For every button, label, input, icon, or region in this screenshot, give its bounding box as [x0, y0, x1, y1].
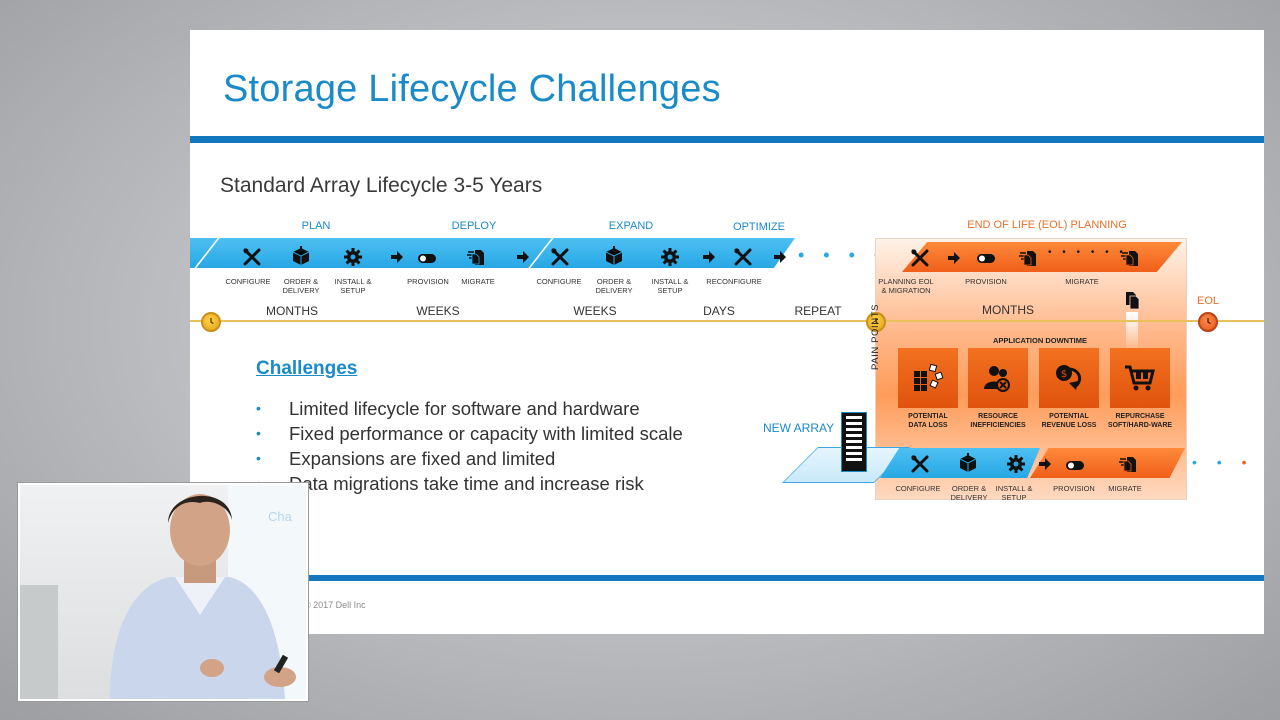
continuation-dots: • • • •	[798, 245, 888, 265]
clock-icon	[201, 312, 221, 332]
presenter-figure	[110, 494, 296, 699]
timeline-days: DAYS	[703, 304, 735, 318]
challenges-heading: Challenges	[256, 358, 358, 379]
step-configure: CONFIGURE	[225, 277, 271, 286]
presentation-slide: Storage Lifecycle Challenges Standard Ar…	[190, 30, 1264, 634]
toggle-icon	[416, 247, 438, 269]
phase-expand: EXPAND	[608, 220, 654, 232]
challenges-list: Limited lifecycle for software and hardw…	[256, 396, 683, 496]
presenter-video: Cha	[18, 483, 308, 701]
people-cancel-icon	[968, 348, 1028, 408]
step-migrate: MIGRATE	[461, 277, 495, 286]
new-array-eol-band	[1030, 448, 1185, 478]
svg-text:$: $	[1061, 369, 1067, 380]
timeline-months-eol: MONTHS	[982, 303, 1034, 317]
step-install-setup: INSTALL & SETUP	[651, 277, 689, 295]
step-provision: PROVISION	[965, 277, 1007, 286]
step-planning-eol: PLANNING EOL & MIGRATION	[878, 277, 934, 295]
package-icon	[290, 245, 312, 267]
continuation-dots: • • • •	[1192, 454, 1264, 470]
pain-caption-revenue: POTENTIAL REVENUE LOSS	[1041, 413, 1097, 429]
step-install-setup: INSTALL & SETUP	[334, 277, 372, 295]
tools-icon	[732, 246, 754, 268]
cart-icon	[1110, 348, 1170, 408]
step-install-setup: INSTALL & SETUP	[995, 484, 1033, 502]
tools-icon	[241, 246, 263, 268]
arrow-right-icon	[774, 251, 786, 263]
migrate-icon	[1017, 247, 1039, 269]
projected-slide-reflection: Cha	[268, 509, 292, 524]
timeline-months: MONTHS	[266, 304, 318, 318]
arrow-right-icon	[1039, 458, 1051, 470]
footer-divider	[190, 575, 1264, 581]
continuation-dots: • • • • • •	[1048, 247, 1127, 258]
list-item: Fixed performance or capacity with limit…	[256, 421, 683, 446]
step-reconfigure: RECONFIGURE	[706, 277, 762, 286]
step-order-delivery: ORDER & DELIVERY	[950, 484, 988, 502]
arrow-right-icon	[517, 251, 529, 263]
copyright-text: © 2017 Dell Inc	[304, 600, 366, 610]
title-divider	[190, 136, 1264, 143]
pain-points-label: PAIN POINTS	[870, 303, 881, 370]
gear-icon	[342, 246, 364, 268]
toggle-icon	[1064, 454, 1086, 476]
application-downtime-label: APPLICATION DOWNTIME	[992, 336, 1088, 345]
tools-icon	[909, 453, 931, 475]
step-provision: PROVISION	[407, 277, 449, 286]
package-icon	[603, 245, 625, 267]
fade-bar	[1126, 312, 1138, 352]
step-order-delivery: ORDER & DELIVERY	[595, 277, 633, 295]
timeline-weeks: WEEKS	[416, 304, 460, 318]
step-migrate: MIGRATE	[1108, 484, 1142, 493]
pain-caption-repurchase: REPURCHASE SOFT/HARD-WARE	[1107, 413, 1173, 429]
step-migrate: MIGRATE	[1065, 277, 1099, 286]
migrate-icon	[1117, 453, 1139, 475]
eol-clock-icon	[1198, 312, 1218, 332]
timeline-eol: EOL	[1196, 295, 1220, 307]
list-item: Expansions are fixed and limited	[256, 446, 683, 471]
timeline-line	[190, 320, 1264, 322]
clock-icon	[866, 312, 886, 332]
arrow-right-icon	[703, 251, 715, 263]
arrow-right-icon	[391, 251, 403, 263]
storage-array-icon	[841, 412, 867, 472]
step-configure: CONFIGURE	[536, 277, 582, 286]
migrate-icon	[465, 246, 487, 268]
list-item: Data migrations take time and increase r…	[256, 471, 683, 496]
list-item: Limited lifecycle for software and hardw…	[256, 396, 683, 421]
package-icon	[957, 452, 979, 474]
pain-caption-resource: RESOURCE INEFFICIENCIES	[970, 413, 1026, 429]
slide-title: Storage Lifecycle Challenges	[223, 68, 721, 110]
gear-icon	[1005, 453, 1027, 475]
phase-deploy: DEPLOY	[451, 220, 497, 232]
data-blocks-icon	[898, 348, 958, 408]
gear-icon	[659, 246, 681, 268]
lifecycle-band	[190, 238, 795, 268]
tools-icon	[909, 247, 931, 269]
arrow-right-icon	[948, 252, 960, 264]
new-array-label: NEW ARRAY	[763, 421, 835, 435]
video-door	[20, 585, 58, 699]
slide-subtitle: Standard Array Lifecycle 3-5 Years	[220, 174, 543, 197]
toggle-icon	[975, 247, 997, 269]
phase-plan: PLAN	[301, 220, 331, 232]
pain-caption-data-loss: POTENTIAL DATA LOSS	[908, 413, 948, 429]
documents-icon	[1121, 289, 1143, 311]
phase-optimize: OPTIMIZE	[733, 221, 785, 233]
step-provision: PROVISION	[1053, 484, 1095, 493]
step-order-delivery: ORDER & DELIVERY	[282, 277, 320, 295]
money-down-icon: $	[1039, 348, 1099, 408]
step-configure: CONFIGURE	[895, 484, 941, 493]
migrate-icon	[1119, 247, 1141, 269]
phase-eol-planning: END OF LIFE (EOL) PLANNING	[967, 219, 1127, 231]
timeline-weeks: WEEKS	[573, 304, 617, 318]
tools-icon	[549, 246, 571, 268]
timeline-repeat: REPEAT	[794, 304, 842, 318]
